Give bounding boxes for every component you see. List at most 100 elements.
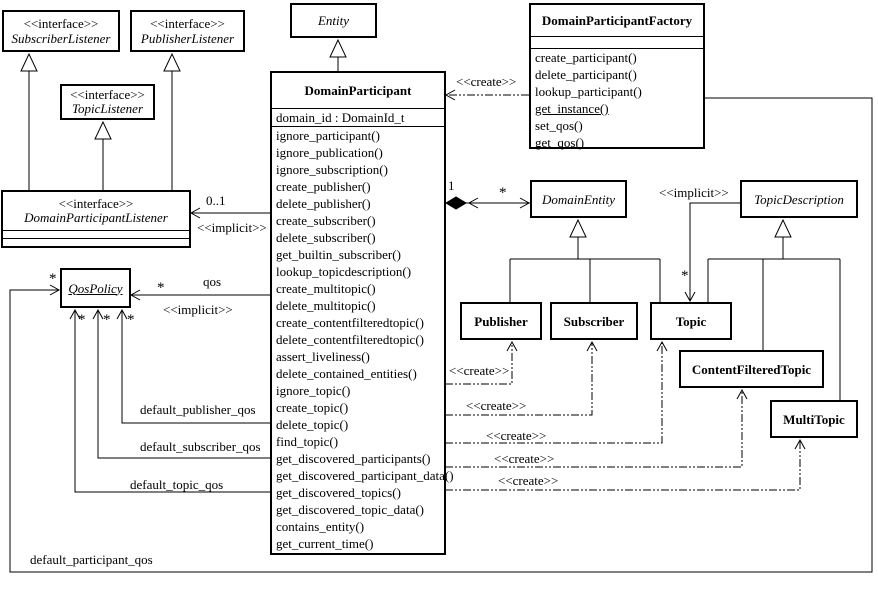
generalization-dplistener-publisherlistener: [163, 52, 181, 191]
label-star-participant-qos: *: [49, 271, 57, 287]
association-default-publisher-qos: [116, 308, 271, 424]
generalization-dplistener-subscriberlistener: [20, 52, 38, 191]
stereotype-label: <<interface>>: [70, 87, 145, 102]
method-item: get_qos(): [535, 135, 585, 150]
label-multiplicity-1: 1: [448, 178, 455, 193]
methods-compartment: ignore_participant() ignore_publication(…: [272, 127, 454, 552]
generalization-dplistener-topiclistener: [94, 120, 112, 191]
class-multi-topic: MultiTopic: [770, 400, 858, 438]
stereotype-label: <<interface>>: [23, 16, 99, 31]
label-default-publisher-qos: default_publisher_qos: [140, 402, 256, 417]
class-name: MultiTopic: [783, 411, 845, 427]
method-item: get_discovered_topic_data(): [276, 502, 424, 517]
label-create-participant: <<create>>: [456, 74, 517, 89]
label-star-publisher-qos: *: [127, 312, 135, 328]
methods-compartment: [3, 238, 189, 246]
class-subscriber-listener: <<interface>> SubscriberListener: [2, 10, 120, 52]
method-item: delete_publisher(): [276, 196, 371, 211]
create-factory-domainparticipant: [444, 89, 529, 101]
label-implicit-topicdescription: <<implicit>>: [659, 185, 729, 200]
label-multiplicity-0-1: 0..1: [206, 193, 226, 208]
class-name: DomainEntity: [542, 191, 615, 207]
attributes-compartment: [3, 230, 189, 238]
method-item: create_subscriber(): [276, 213, 376, 228]
label-default-subscriber-qos: default_subscriber_qos: [140, 439, 261, 454]
attribute-item: domain_id : DomainId_t: [276, 110, 405, 125]
stereotype-label: <<interface>>: [58, 196, 134, 211]
label-default-topic-qos: default_topic_qos: [130, 477, 224, 492]
method-item: ignore_subscription(): [276, 162, 388, 177]
association-default-subscriber-qos: [92, 308, 271, 459]
class-name: ContentFilteredTopic: [691, 361, 812, 377]
label-create-publisher: <<create>>: [449, 363, 510, 378]
method-item: delete_contained_entities(): [276, 366, 417, 381]
method-item: lookup_participant(): [535, 84, 642, 99]
method-item: delete_multitopic(): [276, 298, 376, 313]
label-qos: qos: [203, 274, 222, 289]
method-item: assert_liveliness(): [276, 349, 370, 364]
label-create-topic: <<create>>: [486, 428, 547, 443]
class-publisher: Publisher: [460, 302, 542, 340]
class-name: DomainParticipantFactory: [541, 12, 693, 28]
method-item: get_discovered_topics(): [276, 485, 401, 500]
label-create-contentfilteredtopic: <<create>>: [494, 451, 555, 466]
method-item: delete_subscriber(): [276, 230, 376, 245]
class-content-filtered-topic: ContentFilteredTopic: [679, 350, 824, 388]
class-name: TopicDescription: [754, 191, 844, 207]
class-name: Publisher: [474, 313, 528, 329]
method-item: ignore_participant(): [276, 128, 380, 143]
method-item: delete_participant(): [535, 67, 637, 82]
class-name: PublisherListener: [140, 31, 235, 46]
create-multitopic: [445, 438, 806, 491]
class-name: QosPolicy: [68, 280, 123, 296]
method-item: ignore_topic(): [276, 383, 351, 398]
association-listener: [189, 207, 271, 219]
generalization-domainentity-children: [509, 218, 661, 303]
class-name: Entity: [317, 13, 350, 28]
class-topic: Topic: [650, 302, 732, 340]
class-publisher-listener: <<interface>> PublisherListener: [130, 10, 245, 52]
generalization-topicdescription-children: [707, 218, 841, 401]
class-domain-participant-factory: DomainParticipantFactory create_particip…: [529, 3, 705, 151]
class-name: DomainParticipantListener: [24, 210, 168, 225]
method-item: find_topic(): [276, 434, 339, 449]
label-star-topic-qos: *: [78, 312, 86, 328]
method-item: delete_contentfilteredtopic(): [276, 332, 424, 347]
method-item-static: get_instance(): [535, 101, 609, 116]
class-name: Topic: [675, 313, 707, 329]
class-domain-participant-listener: <<interface>> DomainParticipantListener: [1, 190, 191, 248]
class-qos-policy: QosPolicy: [60, 268, 131, 308]
label-star-domainentity: *: [499, 185, 507, 201]
association-default-participant-qos: [9, 97, 873, 573]
generalization-domainparticipant-entity: [329, 38, 347, 72]
association-implicit-topic: [684, 202, 740, 303]
class-domain-entity: DomainEntity: [530, 180, 627, 218]
attributes-compartment: domain_id : DomainId_t: [272, 108, 444, 127]
method-item: get_discovered_participants(): [276, 451, 431, 466]
label-create-multitopic: <<create>>: [498, 473, 559, 488]
attributes-compartment: [531, 36, 703, 49]
class-domain-participant: DomainParticipant domain_id : DomainId_t…: [270, 71, 454, 555]
method-item: create_participant(): [535, 50, 637, 65]
method-item: delete_topic(): [276, 417, 349, 432]
create-publisher: [445, 340, 518, 385]
methods-compartment: create_participant() delete_participant(…: [531, 49, 703, 151]
class-name: SubscriberListener: [11, 31, 111, 46]
method-item: create_publisher(): [276, 179, 371, 194]
label-create-subscriber: <<create>>: [466, 398, 527, 413]
create-contentfilteredtopic: [445, 388, 748, 468]
create-topic: [445, 340, 668, 444]
method-item: create_topic(): [276, 400, 349, 415]
stereotype-label: <<interface>>: [150, 16, 225, 31]
method-item: ignore_publication(): [276, 145, 383, 160]
label-star-qos: *: [157, 280, 165, 296]
association-qos: [129, 289, 271, 301]
method-item: create_multitopic(): [276, 281, 376, 296]
create-subscriber: [445, 340, 598, 416]
association-default-topic-qos: [69, 308, 271, 493]
class-topic-listener: <<interface>> TopicListener: [60, 84, 155, 120]
composition-domainentity: [445, 196, 531, 210]
label-star-topic: *: [681, 268, 689, 284]
